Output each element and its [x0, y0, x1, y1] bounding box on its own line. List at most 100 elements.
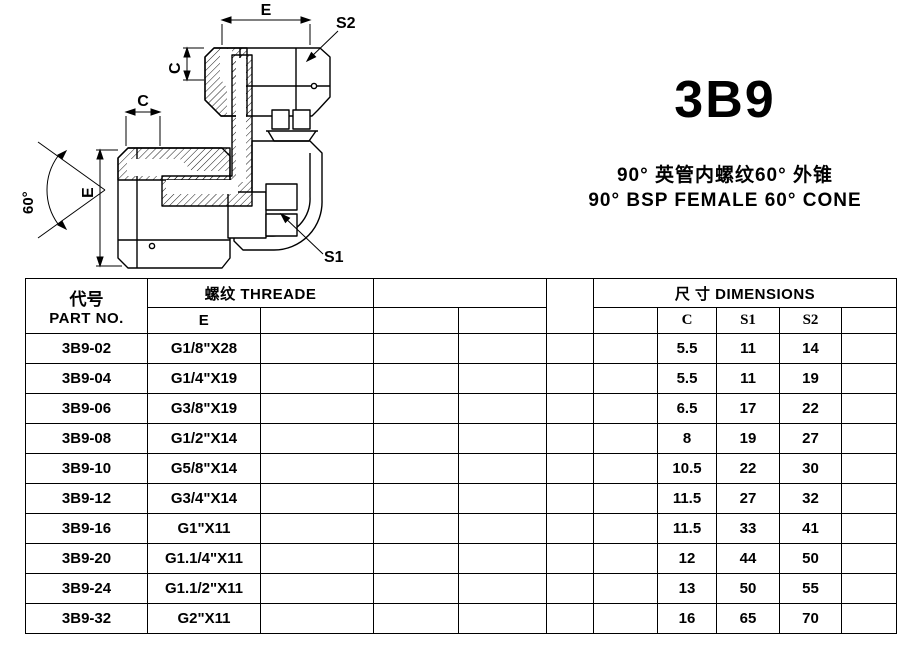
empty-cell	[458, 603, 548, 634]
title-block: 3B9 90° 英管内螺纹60° 外锥 90° BSP FEMALE 60° C…	[555, 72, 895, 212]
empty-cell	[373, 393, 460, 424]
empty-cell	[458, 543, 548, 574]
table-row: 3B9-10 G5/8"X14 10.5 22 30	[25, 453, 898, 484]
dim-s1-cell: 65	[716, 603, 781, 634]
empty-cell	[458, 453, 548, 484]
part-no-cell: 3B9-02	[25, 333, 148, 364]
dim-label-e-top: E	[261, 2, 272, 19]
empty-cell	[259, 483, 375, 514]
table-row: 3B9-20 G1.1/4"X11 12 44 50	[25, 543, 898, 574]
dimension-lines	[37, 16, 339, 268]
empty-cell	[593, 333, 659, 364]
dim-s1-cell: 17	[716, 393, 781, 424]
dimensions-group-header: 尺 寸 DIMENSIONS	[593, 278, 898, 308]
part-no-cell: 3B9-10	[25, 453, 148, 484]
dim-s2-cell: 27	[779, 423, 843, 454]
empty-cell	[546, 573, 595, 604]
product-code: 3B9	[674, 71, 776, 129]
empty-cell	[841, 573, 898, 604]
header-row-2: E C S1 S2	[26, 307, 898, 334]
empty-cell	[841, 513, 898, 544]
empty-cell	[458, 333, 548, 364]
dim-label-e-left: E	[80, 187, 97, 198]
dim-s1-cell: 19	[716, 423, 781, 454]
spec-table: 代号 PART NO. 螺纹 THREADE 尺 寸 DIMENSIONS E …	[25, 278, 898, 634]
empty-cell	[593, 393, 659, 424]
fitting-technical-drawing: E S2 C C E 60° S1	[20, 2, 356, 269]
part-no-cell: 3B9-06	[25, 393, 148, 424]
dim-label-s1: S1	[324, 249, 344, 266]
empty-cell	[373, 423, 460, 454]
empty-cell	[458, 513, 548, 544]
part-no-cell: 3B9-24	[25, 573, 148, 604]
empty-cell	[259, 513, 375, 544]
empty-cell	[546, 513, 595, 544]
product-subtitle-cn: 90° 英管内螺纹60° 外锥	[616, 165, 834, 186]
empty-cell	[458, 393, 548, 424]
empty-cell	[593, 603, 659, 634]
empty-cell	[373, 483, 460, 514]
empty-header-cell	[259, 307, 375, 334]
empty-cell	[841, 423, 898, 454]
part-no-header-cn: 代号	[69, 290, 104, 309]
empty-cell	[259, 573, 375, 604]
product-subtitle-en: 90° BSP FEMALE 60° CONE	[588, 190, 862, 211]
section-sleeve	[161, 54, 253, 207]
empty-cell	[593, 453, 659, 484]
thread-cell: G5/8"X14	[147, 453, 261, 484]
part-no-cell: 3B9-08	[25, 423, 148, 454]
part-no-cell: 3B9-20	[25, 543, 148, 574]
header-row-1: 代号 PART NO. 螺纹 THREADE 尺 寸 DIMENSIONS	[25, 278, 898, 334]
col-header-s2: S2	[779, 307, 843, 334]
empty-cell	[373, 453, 460, 484]
empty-cell	[458, 483, 548, 514]
dim-s1-cell: 44	[716, 543, 781, 574]
table-row: 3B9-06 G3/8"X19 6.5 17 22	[25, 393, 898, 424]
empty-cell	[373, 603, 460, 634]
dim-s1-cell: 11	[716, 363, 781, 394]
empty-cell	[373, 333, 460, 364]
dim-s2-cell: 70	[779, 603, 843, 634]
angle-label-60: 60°	[20, 191, 37, 214]
col-header-c: C	[657, 307, 718, 334]
empty-cell	[546, 543, 595, 574]
empty-header-cell	[458, 307, 548, 334]
thread-cell: G1/8"X28	[147, 333, 261, 364]
empty-cell	[259, 543, 375, 574]
empty-cell	[458, 573, 548, 604]
empty-cell	[259, 603, 375, 634]
dim-s1-cell: 27	[716, 483, 781, 514]
empty-header-cell	[841, 307, 898, 334]
dim-c-cell: 5.5	[657, 363, 718, 394]
empty-cell	[373, 513, 460, 544]
empty-cell	[546, 393, 595, 424]
dim-label-c-top: C	[167, 62, 184, 74]
empty-narrow-cell	[546, 278, 595, 334]
empty-cell	[259, 423, 375, 454]
part-no-header-en: PART NO.	[49, 310, 124, 327]
empty-cell	[458, 363, 548, 394]
thread-cell: G2"X11	[147, 603, 261, 634]
dim-c-cell: 5.5	[657, 333, 718, 364]
empty-header-cell	[373, 307, 460, 334]
empty-cell	[841, 483, 898, 514]
part-no-cell: 3B9-12	[25, 483, 148, 514]
empty-cell	[593, 543, 659, 574]
empty-cell	[259, 363, 375, 394]
empty-cell	[546, 483, 595, 514]
dim-s1-cell: 22	[716, 453, 781, 484]
thread-cell: G1.1/4"X11	[147, 543, 261, 574]
empty-cell	[546, 603, 595, 634]
empty-cell	[841, 333, 898, 364]
empty-cell	[841, 603, 898, 634]
dim-c-cell: 16	[657, 603, 718, 634]
dim-s2-cell: 22	[779, 393, 843, 424]
thread-group-header: 螺纹 THREADE	[146, 278, 375, 308]
empty-cell	[841, 363, 898, 394]
empty-header-cell	[373, 278, 548, 308]
empty-cell	[546, 363, 595, 394]
empty-cell	[259, 393, 375, 424]
dim-s2-cell: 32	[779, 483, 843, 514]
dim-s2-cell: 50	[779, 543, 843, 574]
empty-cell	[373, 573, 460, 604]
